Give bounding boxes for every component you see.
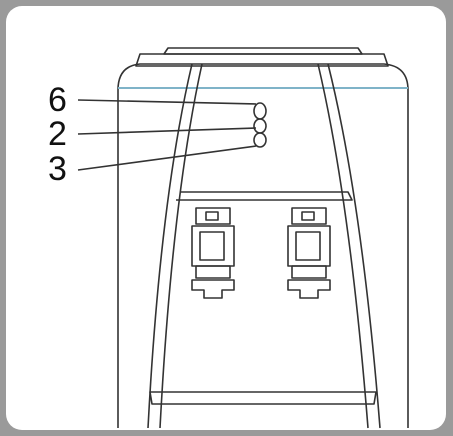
drip-tray (149, 391, 377, 405)
leader-3 (77, 145, 257, 171)
indicator-light-6 (253, 102, 267, 120)
top-cap (163, 47, 363, 55)
callout-3: 3 (48, 150, 67, 188)
callout-2: 2 (48, 115, 67, 153)
top-rim (135, 53, 389, 67)
leader-6 (77, 99, 257, 105)
indicator-light-3 (253, 132, 267, 148)
indicator-light-2 (253, 118, 267, 134)
right-column-outer (327, 63, 381, 429)
right-column-inner (317, 63, 369, 429)
faucet-recess-top (176, 191, 353, 201)
right-faucet (287, 207, 331, 299)
drawing-panel (6, 6, 446, 430)
body-outline (117, 63, 409, 428)
callout-6: 6 (48, 81, 67, 119)
left-column-outer (147, 63, 193, 429)
left-faucet (191, 207, 235, 299)
leader-2 (77, 127, 257, 135)
indicator-lights (253, 102, 267, 148)
